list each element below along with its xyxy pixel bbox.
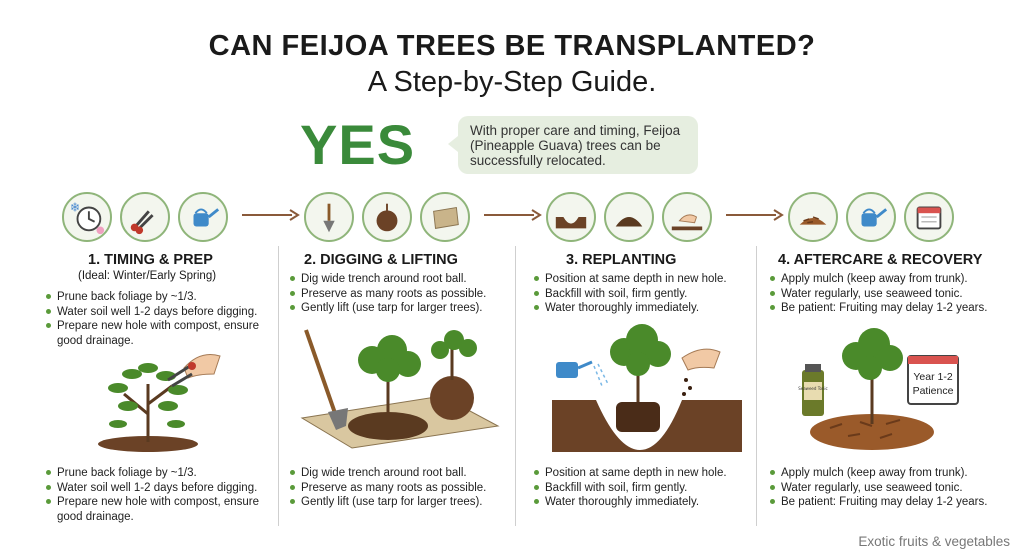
step2-list: Dig wide trench around root ball. Preser…	[290, 272, 512, 316]
list-item: Prune back foliage by ~1/3.	[46, 290, 274, 305]
list-item: Water soil well 1-2 days before digging.	[46, 305, 274, 320]
page-subtitle: A Step-by-Step Guide.	[367, 66, 657, 98]
step1-list: Prune back foliage by ~1/3. Water soil w…	[46, 290, 274, 348]
mulch-icon	[788, 192, 838, 242]
step2-list-bottom: Dig wide trench around root ball. Preser…	[290, 466, 512, 510]
step1-subtitle: (Ideal: Winter/Early Spring)	[78, 270, 217, 282]
list-item: Prepare new hole with compost, ensure go…	[46, 495, 274, 524]
calendar-label-line2: Patience	[913, 385, 954, 397]
answer-note-bubble: With proper care and timing, Feijoa (Pin…	[448, 116, 698, 174]
calendar-icon	[904, 192, 954, 242]
step4-title: 4. AFTERCARE & RECOVERY	[778, 252, 983, 268]
list-item: Gently lift (use tarp for larger trees).	[290, 495, 512, 510]
list-item: Apply mulch (keep away from trunk).	[770, 466, 1010, 481]
watering-can-icon	[846, 192, 896, 242]
list-item: Backfill with soil, firm gently.	[534, 287, 754, 302]
list-item: Dig wide trench around root ball.	[290, 466, 512, 481]
step3-list: Position at same depth in new hole. Back…	[534, 272, 754, 316]
column-divider	[278, 246, 279, 526]
arrow-step1-to-2	[242, 209, 300, 221]
step3-icon-row	[546, 192, 712, 242]
step3-list-bottom: Position at same depth in new hole. Back…	[534, 466, 754, 510]
list-item: Water regularly, use seaweed tonic.	[770, 481, 1010, 496]
aftercare-illustration: Seaweed Tonic Year 1-2 Patience	[798, 328, 959, 450]
list-item: Prune back foliage by ~1/3.	[46, 466, 274, 481]
list-item: Prepare new hole with compost, ensure go…	[46, 319, 274, 348]
arrow-step2-to-3	[484, 209, 542, 221]
seaweed-tonic-label: Seaweed Tonic	[798, 386, 828, 391]
shovel-icon	[304, 192, 354, 242]
yes-answer: YES	[300, 113, 416, 176]
list-item: Gently lift (use tarp for larger trees).	[290, 301, 512, 316]
step1-list-bottom: Prune back foliage by ~1/3. Water soil w…	[46, 466, 274, 524]
list-item: Water thoroughly immediately.	[534, 495, 754, 510]
list-item: Backfill with soil, firm gently.	[534, 481, 754, 496]
hole-icon	[546, 192, 596, 242]
step2-icon-row	[304, 192, 470, 242]
step3-title: 3. REPLANTING	[566, 252, 677, 268]
list-item: Position at same depth in new hole.	[534, 466, 754, 481]
digging-illustration	[300, 329, 500, 449]
soil-mound-icon	[604, 192, 654, 242]
list-item: Apply mulch (keep away from trunk).	[770, 272, 1010, 287]
page-title: CAN FEIJOA TREES BE TRANSPLANTED?	[208, 30, 816, 62]
step1-icon-row: ❄	[62, 192, 228, 242]
list-item: Water regularly, use seaweed tonic.	[770, 287, 1010, 302]
replanting-illustration	[552, 324, 742, 452]
step4-list: Apply mulch (keep away from trunk). Wate…	[770, 272, 1010, 316]
clock-snowflake-icon: ❄	[62, 192, 112, 242]
pruning-shears-icon	[120, 192, 170, 242]
pruning-shrub-illustration	[98, 354, 221, 452]
step4-icon-row	[788, 192, 954, 242]
list-item: Dig wide trench around root ball.	[290, 272, 512, 287]
root-ball-icon	[362, 192, 412, 242]
list-item: Water thoroughly immediately.	[534, 301, 754, 316]
list-item: Water soil well 1-2 days before digging.	[46, 481, 274, 496]
calendar-label-line1: Year 1-2	[913, 371, 952, 383]
svg-text:❄: ❄	[70, 200, 80, 214]
column-divider	[756, 246, 757, 526]
step2-title: 2. DIGGING & LIFTING	[304, 252, 458, 268]
column-divider	[515, 246, 516, 526]
list-item: Position at same depth in new hole.	[534, 272, 754, 287]
watering-can-icon	[178, 192, 228, 242]
step4-list-bottom: Apply mulch (keep away from trunk). Wate…	[770, 466, 1010, 510]
list-item: Be patient: Fruiting may delay 1-2 years…	[770, 495, 1010, 510]
list-item: Preserve as many roots as possible.	[290, 287, 512, 302]
arrow-step3-to-4	[726, 209, 784, 221]
list-item: Be patient: Fruiting may delay 1-2 years…	[770, 301, 1010, 316]
hand-firming-icon	[662, 192, 712, 242]
list-item: Preserve as many roots as possible.	[290, 481, 512, 496]
step1-title: 1. TIMING & PREP	[88, 252, 213, 268]
tarp-icon	[420, 192, 470, 242]
footer-credit: Exotic fruits & vegetables	[858, 534, 1010, 549]
